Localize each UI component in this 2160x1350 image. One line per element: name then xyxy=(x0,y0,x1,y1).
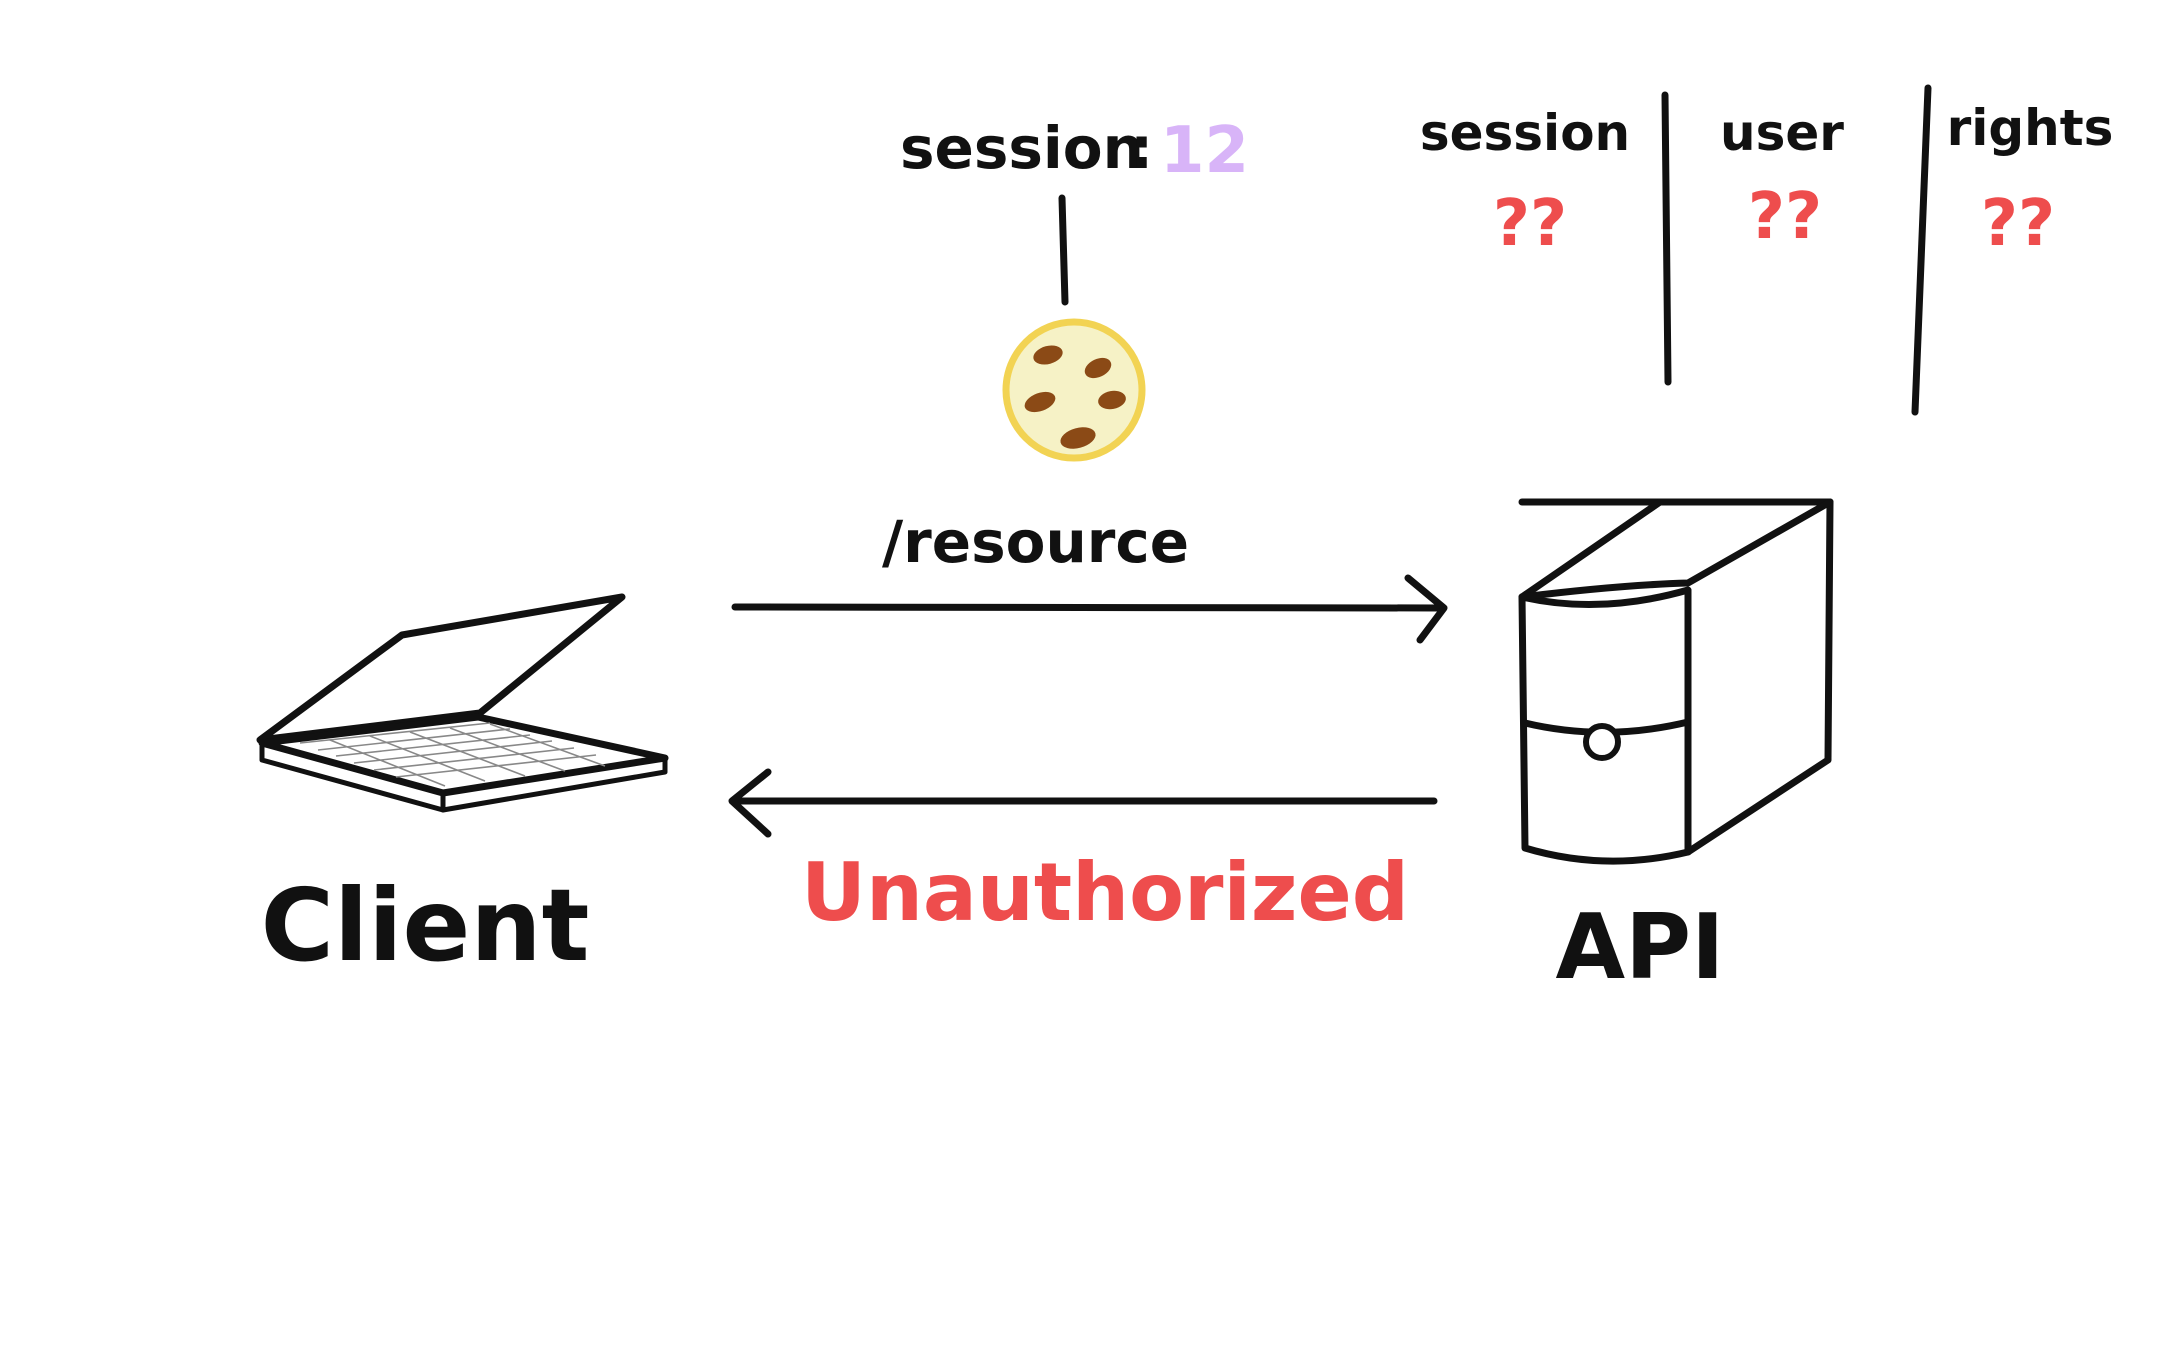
server-power-button xyxy=(1586,726,1618,758)
request-label: /resource xyxy=(882,508,1189,576)
table-header-session: session xyxy=(1420,104,1630,162)
cookie-separator: : xyxy=(1130,114,1153,182)
cookie-key: session xyxy=(900,114,1144,182)
server-session-table: session ?? user ?? rights ?? xyxy=(1420,88,2114,412)
table-divider-2 xyxy=(1915,88,1928,412)
table-header-user: user xyxy=(1720,104,1844,162)
cookie-label: session : 12 xyxy=(900,114,1249,188)
api-label: API xyxy=(1555,895,1724,1000)
request-arrow: /resource xyxy=(735,508,1444,640)
response-arrow: Unauthorized xyxy=(732,772,1434,939)
response-label: Unauthorized xyxy=(801,846,1409,939)
table-header-rights: rights xyxy=(1947,99,2114,157)
cookie-connector-line xyxy=(1062,198,1065,302)
table-value-session: ?? xyxy=(1493,187,1567,261)
cookie-value: 12 xyxy=(1160,114,1249,188)
client-label: Client xyxy=(261,867,590,984)
table-divider-1 xyxy=(1665,95,1668,382)
laptop-icon xyxy=(260,597,665,810)
cookie-icon xyxy=(1006,322,1142,458)
table-value-rights: ?? xyxy=(1981,187,2055,261)
request-arrow-line xyxy=(735,607,1442,608)
server-icon xyxy=(1522,502,1830,861)
table-value-user: ?? xyxy=(1748,180,1822,254)
